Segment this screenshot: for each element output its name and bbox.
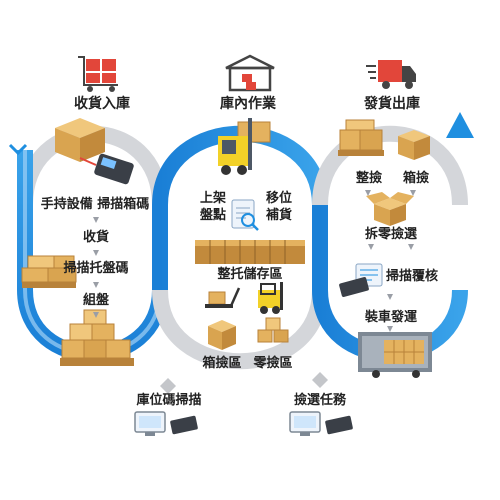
clipboard-search-icon	[231, 199, 259, 231]
scan-review-devices	[339, 263, 383, 297]
up-arrow-head	[446, 112, 474, 138]
storage-move-label-1: 移位	[266, 191, 293, 206]
piece-pick-boxes	[257, 317, 289, 343]
outbound-split-pick: 拆零撿選	[364, 227, 418, 242]
bottom-location-scan: 庫位碼掃描	[136, 393, 202, 408]
inbound-title: 收貨入庫	[74, 96, 130, 112]
outbound-case-pick: 箱撿	[402, 171, 430, 186]
scanner-box-illustration	[55, 118, 134, 185]
left-flow-arrows	[93, 217, 99, 318]
assembled-pallet-illustration	[60, 309, 134, 366]
bottom-pick-task: 撿選任務	[293, 393, 347, 408]
outbound-scan-review: 掃描覆核	[386, 269, 439, 284]
outbound-title: 發貨出庫	[364, 96, 420, 112]
pallet-jack-illustration	[205, 287, 241, 308]
outbound-whole-pick: 整撿	[355, 171, 383, 186]
cart-boxes-icon	[78, 56, 118, 92]
right-flow-arrows	[365, 190, 416, 332]
pallet-boxes-illustration	[21, 255, 77, 288]
inbound-step-palletize: 組盤	[82, 293, 110, 308]
whole-pick-pallet	[338, 119, 384, 156]
delivery-truck-icon	[366, 60, 416, 89]
forklift-top-illustration	[218, 118, 271, 175]
forklift-small-illustration	[258, 282, 283, 314]
storage-case-zone: 箱撿區	[202, 356, 242, 371]
computer-scanner-icon-left	[134, 411, 198, 436]
chevron-down-icon	[8, 143, 28, 156]
case-pick-box	[398, 130, 430, 160]
storage-title: 庫內作業	[220, 96, 276, 112]
loading-truck-illustration	[358, 332, 432, 378]
warehouse-icon	[225, 54, 275, 92]
pallet-storage-illustration	[195, 240, 305, 264]
storage-move-label-2: 補貨	[266, 208, 293, 223]
inbound-step-scan-pallet: 掃描托盤碼	[63, 261, 129, 276]
outbound-loading: 裝車發運	[364, 310, 418, 325]
storage-pallet-zone: 整托儲存區	[217, 267, 283, 282]
open-box-icon	[366, 192, 414, 226]
inbound-step-scan-case: 手持設備 掃描箱碼	[40, 197, 150, 212]
storage-shelving-label-2: 盤點	[200, 208, 227, 223]
storage-shelving-label-1: 上架	[200, 191, 227, 206]
inbound-step-receive: 收貨	[82, 230, 110, 245]
storage-piece-zone: 零撿區	[253, 356, 293, 371]
computer-scanner-icon-right	[289, 411, 353, 436]
case-pick-boxes	[208, 320, 236, 350]
